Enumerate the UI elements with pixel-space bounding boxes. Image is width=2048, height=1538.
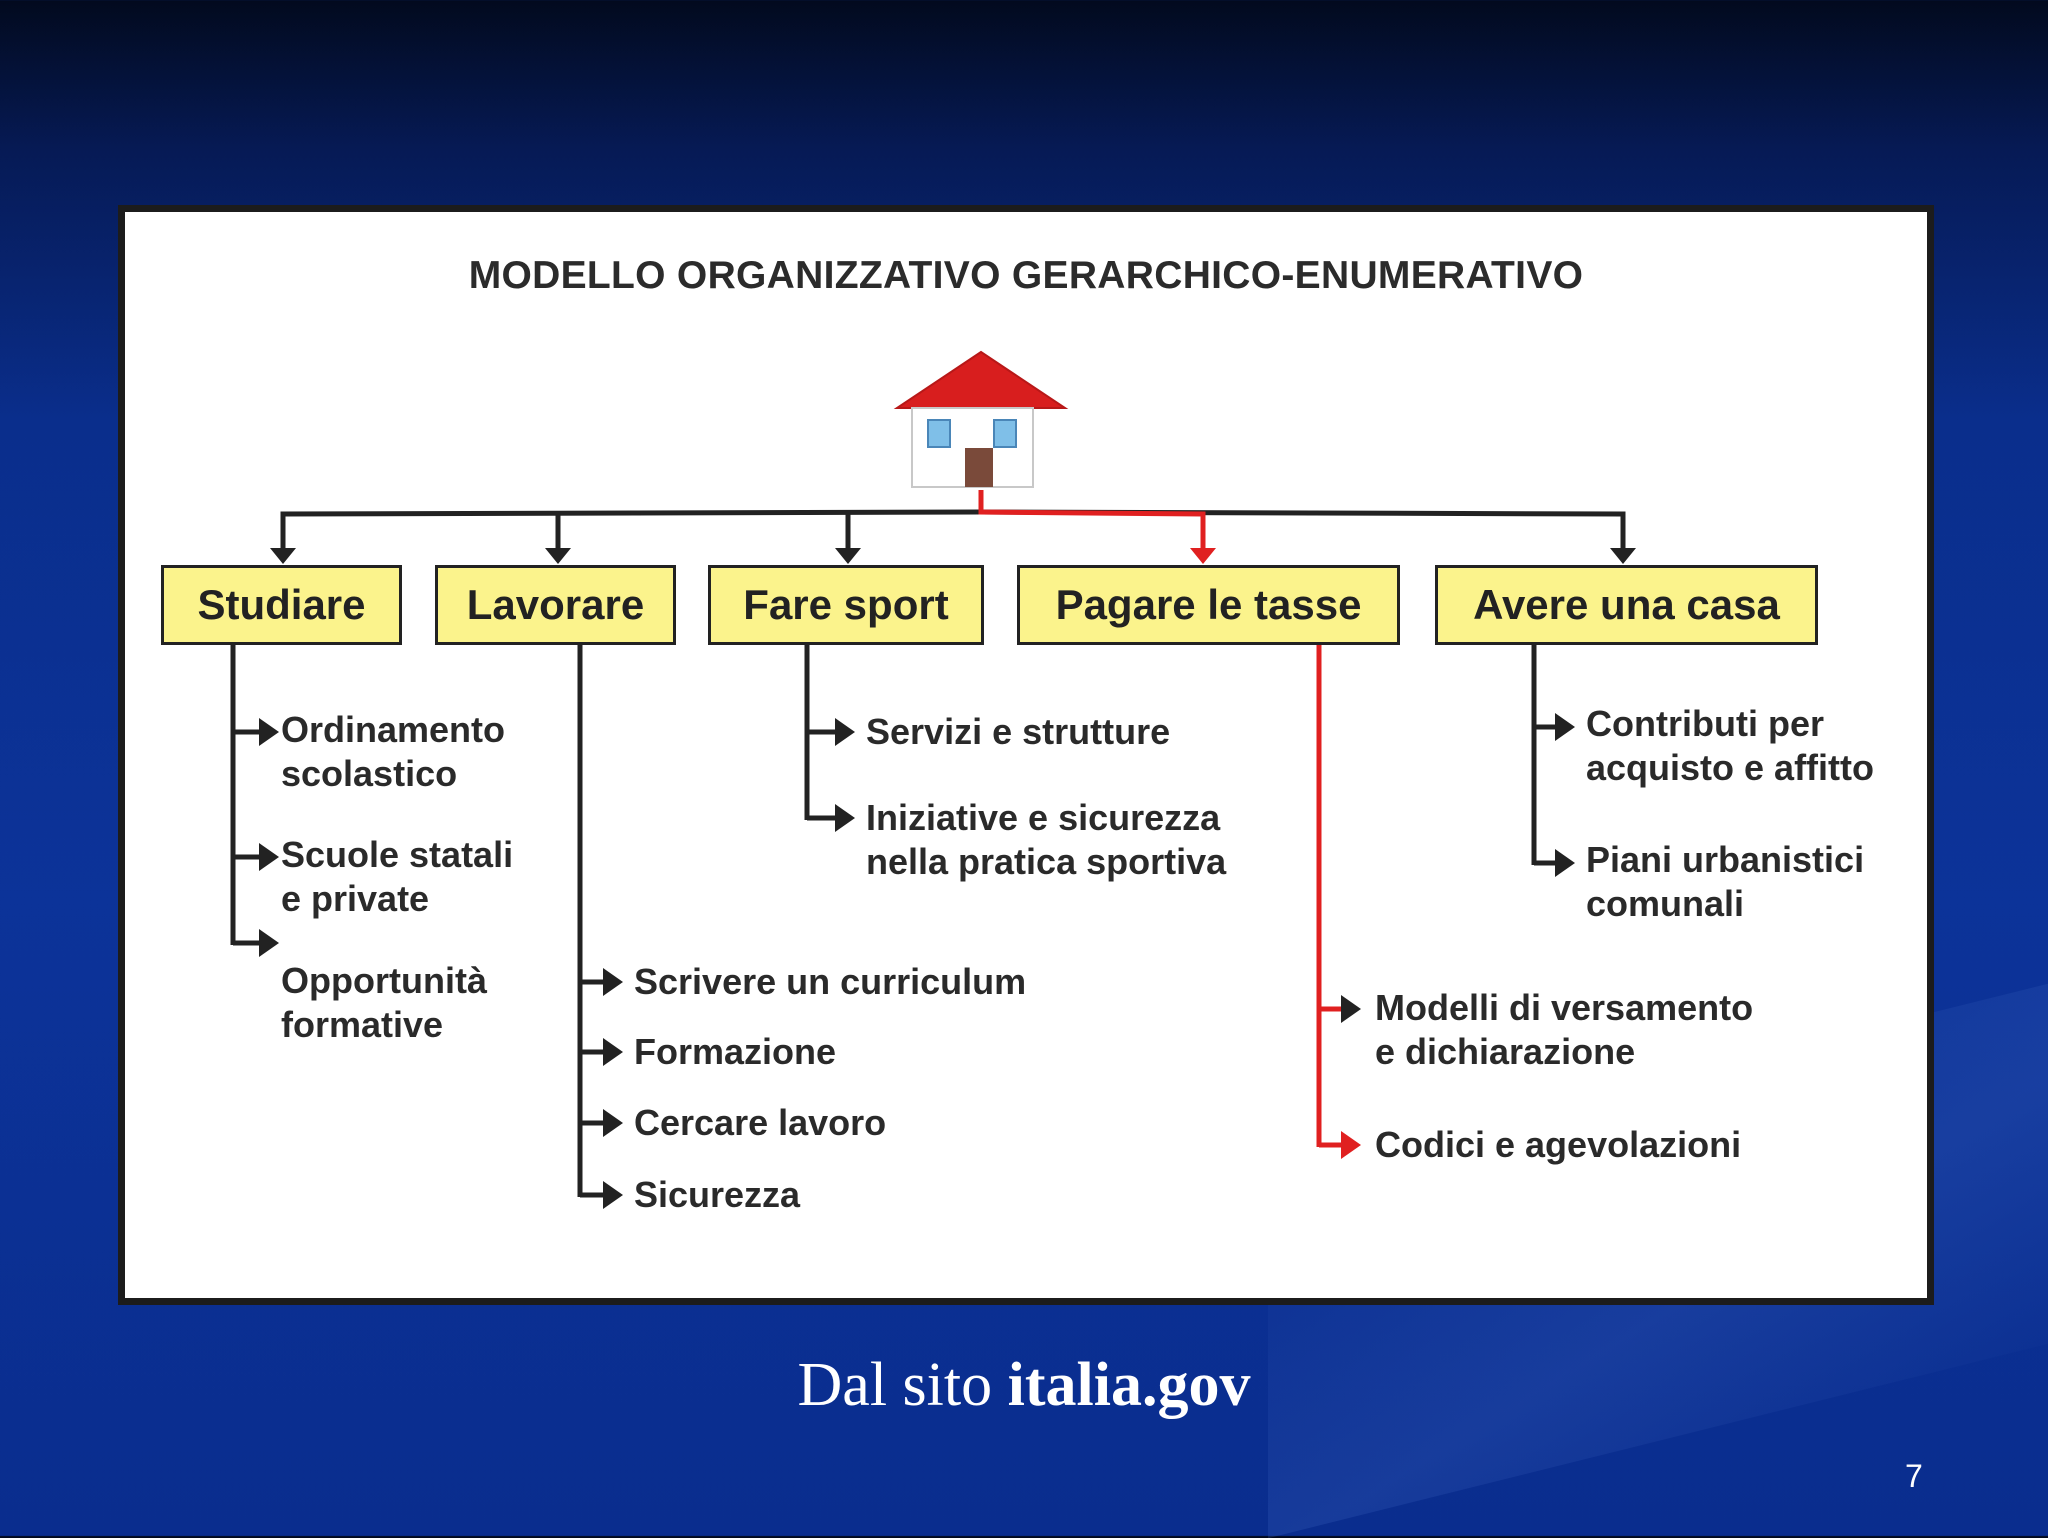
house-icon [893, 350, 1069, 488]
leaf-modelli-versamento: Modelli di versamento e dichiarazione [1375, 987, 1754, 1072]
branch-pagare-tasse [1316, 645, 1343, 1148]
diagram-title: MODELLO ORGANIZZATIVO GERARCHICO-ENUMERA… [468, 254, 1584, 297]
caption-site: italia.gov [1007, 1351, 1251, 1419]
top-connectors [280, 509, 1626, 548]
branch-fare-sport [804, 645, 837, 821]
top-arrowheads [270, 548, 1636, 564]
diagram-connectors [230, 350, 1636, 1209]
category-studiare: Studiare [161, 565, 402, 645]
leaf-piani-urbanistici: Piani urbanistici comunali [1586, 839, 1865, 924]
category-avere-casa: Avere una casa [1435, 565, 1818, 645]
diagram-panel: MODELLO ORGANIZZATIVO GERARCHICO-ENUMERA… [118, 205, 1934, 1305]
branch-studiare [230, 645, 261, 946]
slide-caption: Dal sito italia.gov [0, 1350, 2048, 1421]
branch-pagare-tasse-arrows [1341, 995, 1361, 1159]
category-fare-sport: Fare sport [708, 565, 984, 645]
leaf-contributi-acquisto: Contributi per acquisto e affitto [1586, 703, 1875, 788]
branch-lavorare-arrows [603, 968, 623, 1209]
leaf-cercare-lavoro: Cercare lavoro [634, 1102, 887, 1143]
branch-studiare-arrows [259, 718, 279, 957]
leaf-scuole-statali: Scuole statali e private [281, 834, 514, 919]
branch-fare-sport-arrows [835, 718, 855, 832]
leaf-formazione: Formazione [634, 1031, 837, 1072]
slide-number: 7 [1905, 1458, 1923, 1494]
category-pagare-tasse: Pagare le tasse [1017, 565, 1400, 645]
leaf-servizi-strutture: Servizi e strutture [866, 711, 1171, 752]
leaf-opportunita-formative: Opportunità formative [281, 960, 487, 1045]
leaf-iniziative-sicurezza: Iniziative e sicurezza nella pratica spo… [866, 797, 1227, 882]
leaf-ordinamento-scolastico: Ordinamento scolastico [281, 709, 506, 794]
branch-avere-casa-arrows [1555, 713, 1575, 877]
highlighted-root-path [978, 490, 1206, 548]
highlighted-root-arrowhead [1190, 548, 1216, 564]
leaf-scrivere-curriculum: Scrivere un curriculum [634, 961, 1027, 1002]
category-lavorare: Lavorare [435, 565, 676, 645]
caption-prefix: Dal sito [797, 1351, 1008, 1419]
branch-lavorare [577, 645, 605, 1198]
leaf-sicurezza: Sicurezza [634, 1174, 801, 1215]
leaf-codici-agevolazioni: Codici e agevolazioni [1375, 1124, 1742, 1165]
branch-avere-casa [1531, 645, 1557, 866]
